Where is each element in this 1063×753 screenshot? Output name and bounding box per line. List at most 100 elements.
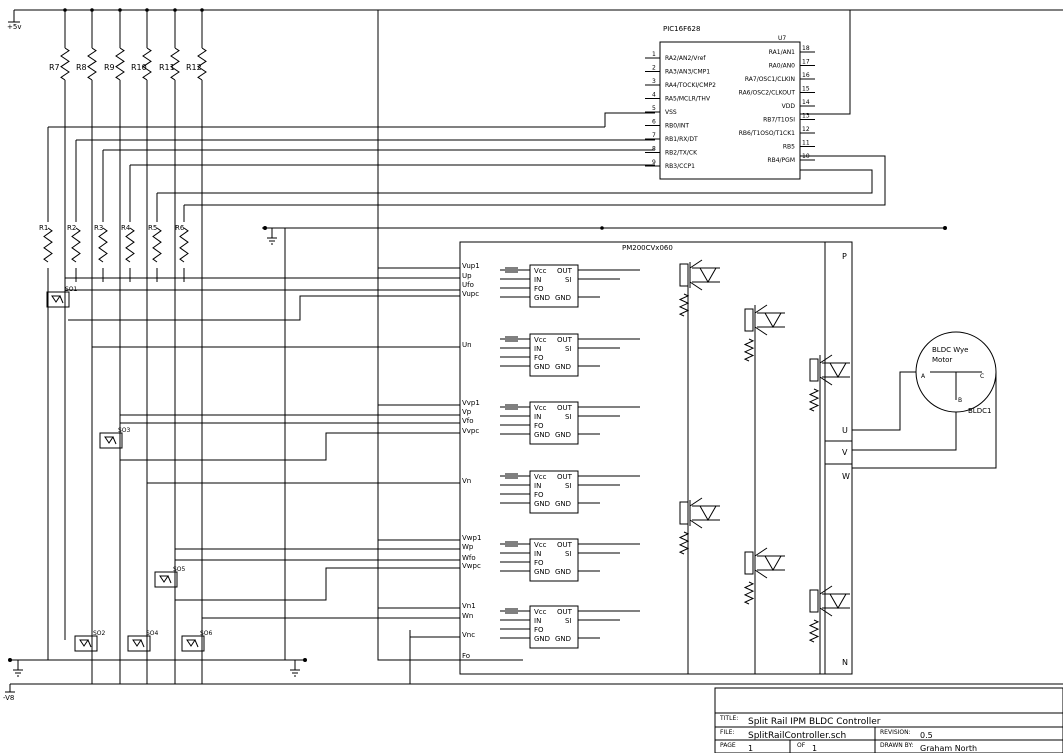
driver-pin-in: IN — [534, 550, 541, 558]
optocoupler-label: SO6 — [200, 630, 213, 637]
igbt-sense-resistor — [743, 581, 755, 605]
driver-pin-vcc: Vcc — [534, 541, 547, 549]
driver-input-wires — [500, 610, 530, 639]
resistor-r6 — [179, 227, 189, 263]
driver-output-wires — [578, 269, 640, 298]
pic-pin-name: RA7/OSC1/CLKIN — [745, 76, 795, 83]
motor-title2: Motor — [932, 356, 952, 364]
optocoupler-label: SO2 — [93, 630, 106, 637]
resistor-r3 — [98, 227, 108, 263]
driver-pin-fo: FO — [534, 285, 544, 293]
resistor-label-r9: R9 — [104, 63, 115, 72]
pic-ref-label: U7 — [778, 35, 786, 42]
ipm-output-label: P — [842, 252, 847, 261]
resistor-label-r2: R2 — [67, 224, 76, 232]
driver-pin-vcc: Vcc — [534, 608, 547, 616]
pic-pin-number: 7 — [652, 132, 656, 139]
freewheel-diode — [764, 312, 782, 329]
driver-pin-fo: FO — [534, 626, 544, 634]
pic-pin-number: 6 — [652, 119, 656, 126]
driver-output-wires — [578, 610, 640, 639]
pic-pin-name: RA1/AN1 — [769, 49, 795, 56]
pic-pin-number: 4 — [652, 92, 656, 99]
pic-pin-name: RB1/RX/DT — [665, 136, 698, 143]
igbt-leads — [692, 505, 720, 521]
driver-pin-si: SI — [565, 276, 572, 284]
pic-pin-number: 16 — [802, 72, 810, 79]
driver-pin-gnd: GND — [534, 431, 550, 439]
driver-pin-out: OUT — [557, 473, 573, 481]
drawn-label: DRAWN BY: — [880, 742, 913, 749]
ipm-part-label: PM200CVx060 — [622, 244, 673, 252]
ipm-input-label: Vn1 — [462, 602, 476, 610]
driver-capacitor — [505, 541, 518, 547]
driver-pin-vcc: Vcc — [534, 336, 547, 344]
driver-capacitor — [505, 473, 518, 479]
pic-pin-name: RB2/TX/CK — [665, 150, 698, 157]
ipm-input-label: Vn — [462, 477, 471, 485]
ipm-input-label: Ufo — [462, 281, 474, 289]
motor-title1: BLDC Wye — [932, 346, 968, 354]
driver-pin-out: OUT — [557, 404, 573, 412]
igbt-switches — [678, 259, 850, 674]
ipm-input-label: Vp — [462, 408, 472, 416]
ipm-output-label: U — [842, 426, 848, 435]
pic-pin-number: 8 — [652, 146, 656, 153]
phase-legs — [687, 268, 821, 674]
optocoupler-so2 — [74, 635, 98, 652]
driver-pin-in: IN — [534, 276, 541, 284]
driver-output-wires — [578, 475, 640, 504]
ipm-output-separator — [825, 440, 852, 465]
revision-value: 0.5 — [920, 731, 933, 740]
junction-dot — [173, 8, 177, 12]
ipm-module — [459, 241, 853, 675]
driver-capacitor — [505, 336, 518, 342]
ipm-input-label: Vnc — [462, 631, 475, 639]
junction-dot — [63, 8, 67, 12]
driver-pin-gnd2: GND — [555, 431, 571, 439]
driver-input-wires — [500, 338, 530, 367]
ipm-input-label: Un — [462, 341, 472, 349]
driver-pin-vcc: Vcc — [534, 267, 547, 275]
ipm-input-label: Up — [462, 272, 472, 280]
vee-rail — [5, 683, 1063, 693]
pic-pin-number: 17 — [802, 59, 810, 66]
vee-label: -V8 — [3, 694, 14, 702]
freewheel-diode — [699, 505, 717, 522]
motor-phase-a: A — [921, 373, 926, 380]
ipm-output-label: N — [842, 658, 848, 667]
page-label: PAGE — [720, 742, 736, 749]
pic-pin-number: 3 — [652, 78, 656, 85]
title-text: Split Rail IPM BLDC Controller — [748, 717, 881, 727]
revision-label: REVISION: — [880, 729, 911, 736]
pic-pin-name: RB5 — [783, 144, 795, 151]
igbt-terminals — [754, 304, 768, 336]
ipm-input-wires — [65, 267, 523, 661]
pic-pin-name: RB6/T1OSO/T1CK1 — [739, 130, 795, 137]
pic-pin-name: VDD — [782, 103, 796, 110]
ipm-input-label: Vfo — [462, 417, 474, 425]
pic-pin-name: RA5/MCLR/THV — [665, 96, 711, 103]
file-text: SplitRailController.sch — [748, 731, 846, 741]
center-ground — [262, 226, 947, 245]
pic16f628-chip — [659, 41, 801, 180]
driver-pin-gnd: GND — [534, 363, 550, 371]
gate-driver-block — [529, 264, 579, 308]
of-number: 1 — [812, 744, 817, 753]
resistor-label-r3: R3 — [94, 224, 103, 232]
top-resistor-wires — [64, 80, 203, 684]
resistor-r5 — [152, 227, 162, 263]
igbt-leads — [822, 362, 850, 378]
optocoupler-symbol — [104, 436, 117, 445]
driver-pin-gnd: GND — [534, 294, 550, 302]
driver-pin-fo: FO — [534, 491, 544, 499]
driver-pin-in: IN — [534, 345, 541, 353]
optocoupler-symbol — [159, 575, 172, 584]
driver-pin-out: OUT — [557, 608, 573, 616]
vcc-label: +5v — [7, 23, 21, 31]
title-label: TITLE: — [719, 715, 738, 722]
igbt-gate — [809, 358, 819, 382]
optocoupler-symbol — [51, 295, 64, 304]
gate-driver-block — [529, 605, 579, 649]
